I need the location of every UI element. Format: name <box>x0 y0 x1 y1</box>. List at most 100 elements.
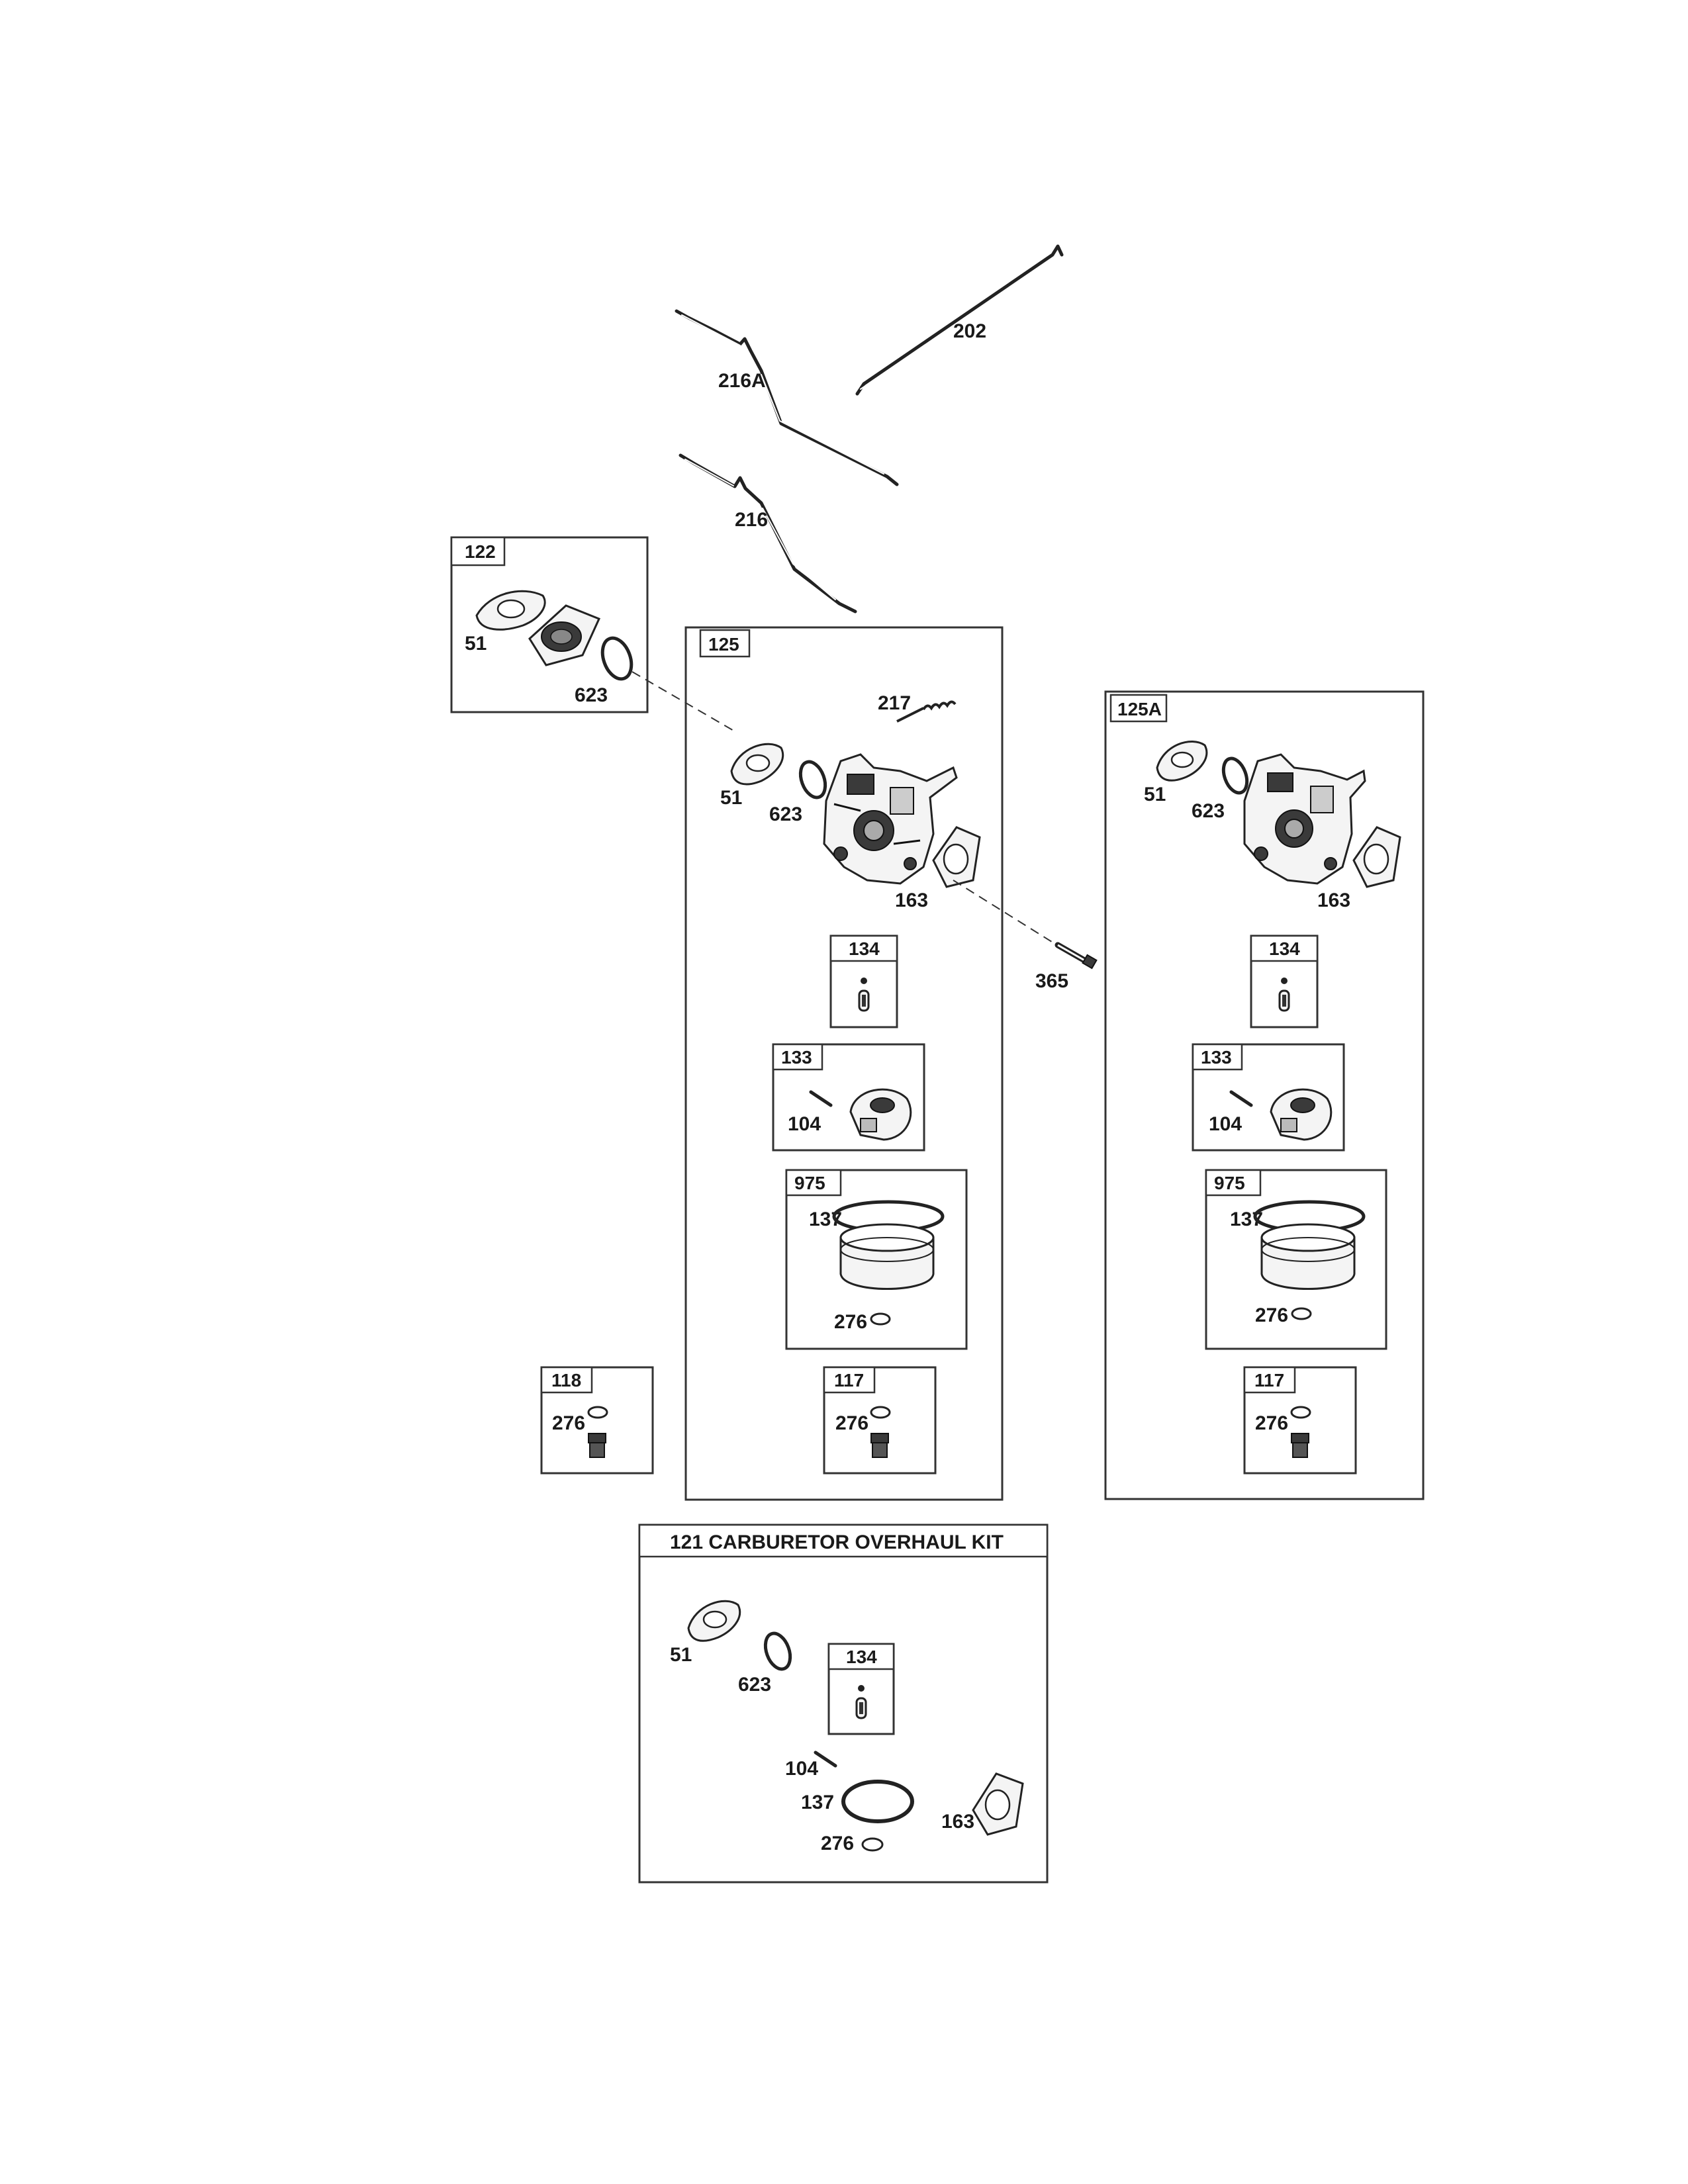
float-bowl-icon <box>832 1200 945 1290</box>
pin-104-icon <box>814 1751 837 1768</box>
assembly-125-header: 125 <box>708 634 739 655</box>
kit-121-title-box <box>638 1524 1049 1558</box>
box-134-header: 134 <box>849 938 880 959</box>
bowl-nut-icon <box>1291 1433 1309 1458</box>
assembly-125-header-box <box>699 629 751 658</box>
jet-icon <box>858 978 870 1012</box>
oring-623-icon <box>798 760 827 799</box>
float-icon <box>1270 1088 1333 1141</box>
assembly-125a-frame <box>1104 690 1425 1500</box>
box-117-header: 117 <box>834 1370 864 1390</box>
label-216a: 216A <box>718 370 766 392</box>
assembly-125-label-51: 51 <box>720 787 742 809</box>
jet-icon <box>855 1685 867 1719</box>
gasket-163-icon <box>1352 826 1401 888</box>
label-217: 217 <box>878 692 911 714</box>
box-117-header: 117 <box>1254 1370 1284 1390</box>
kit-122-header: 122 <box>465 541 496 562</box>
pin-104-icon <box>1229 1090 1253 1107</box>
box-117-label-276: 276 <box>1255 1412 1288 1434</box>
jet-icon <box>1278 978 1290 1012</box>
assembly-125a-label-51: 51 <box>1144 784 1166 805</box>
box-975-header-box <box>785 1169 842 1197</box>
kit-121-title: 121 CARBURETOR OVERHAUL KIT <box>670 1531 1004 1553</box>
kit-118-header: 118 <box>551 1370 581 1390</box>
alignment-line-122 <box>632 671 735 732</box>
assembly-125a-label-163: 163 <box>1317 889 1350 911</box>
box-117-frame <box>823 1366 937 1475</box>
gasket-51-icon <box>475 590 546 631</box>
box-117-header-box <box>1243 1366 1296 1394</box>
kit-122-frame <box>450 536 649 713</box>
gasket-51-icon <box>730 743 784 786</box>
box-133-header-box <box>772 1043 823 1071</box>
kit-121-box-134-header: 134 <box>846 1647 877 1667</box>
pin-104-icon <box>809 1090 833 1107</box>
rod-216a <box>675 309 899 486</box>
assembly-125a-label-623: 623 <box>1192 800 1225 822</box>
box-975-header: 975 <box>1214 1173 1245 1193</box>
rod-216 <box>679 453 857 614</box>
intake-spacer-icon <box>528 604 601 666</box>
kit-122-header-box <box>450 536 506 567</box>
washer-276-icon <box>1290 1406 1311 1419</box>
kit-121-label-623: 623 <box>738 1674 771 1696</box>
label-365: 365 <box>1035 970 1068 992</box>
box-133-header: 133 <box>781 1047 812 1068</box>
kit-121-box-134-header-box <box>827 1643 895 1670</box>
box-134-header: 134 <box>1269 938 1300 959</box>
washer-276-icon <box>861 1837 884 1852</box>
kit-122-label-51: 51 <box>465 633 487 655</box>
label-202: 202 <box>953 320 986 342</box>
box-117-frame <box>1243 1366 1357 1475</box>
box-134-header-box <box>829 934 898 962</box>
box-975-header: 975 <box>794 1173 825 1193</box>
box-975-label-276: 276 <box>1255 1304 1288 1326</box>
kit-118-header-box <box>540 1366 593 1394</box>
gasket-51-icon <box>1156 740 1208 782</box>
washer-276-icon <box>870 1406 891 1419</box>
box-133-label-104: 104 <box>1209 1113 1242 1135</box>
kit-118-frame <box>540 1366 654 1475</box>
oring-623-icon <box>763 1631 792 1671</box>
box-975-label-276: 276 <box>834 1311 867 1333</box>
assembly-125a-header: 125A <box>1117 699 1162 719</box>
washer-276-icon <box>587 1406 608 1419</box>
box-133-frame <box>1192 1043 1345 1152</box>
kit-121-label-163: 163 <box>941 1811 974 1833</box>
box-133-header-box <box>1192 1043 1243 1071</box>
kit-122-label-623: 623 <box>575 684 608 706</box>
kit-118-label-276: 276 <box>552 1412 585 1434</box>
kit-121-label-51: 51 <box>670 1644 692 1666</box>
kit-121-label-276: 276 <box>821 1833 854 1854</box>
box-133-header: 133 <box>1201 1047 1232 1068</box>
kit-121-label-137: 137 <box>801 1792 834 1813</box>
gasket-163-icon <box>972 1772 1024 1836</box>
washer-276-icon <box>1291 1307 1312 1320</box>
assembly-125-frame <box>684 626 1004 1501</box>
box-975-frame <box>785 1169 968 1350</box>
assembly-125a-header-box <box>1109 694 1168 723</box>
box-134-header-box <box>1250 934 1319 962</box>
bowl-nut-icon <box>588 1433 606 1458</box>
label-216: 216 <box>735 509 768 531</box>
box-117-header-box <box>823 1366 876 1394</box>
spring-217-icon <box>896 700 957 723</box>
box-975-header-box <box>1205 1169 1262 1197</box>
alignment-line-365 <box>953 880 1060 947</box>
rod-202 <box>855 244 1064 396</box>
bolt-365-icon <box>1055 942 1098 970</box>
float-icon <box>849 1088 912 1141</box>
box-117-label-276: 276 <box>835 1412 868 1434</box>
assembly-125-label-623: 623 <box>769 803 802 825</box>
washer-276-icon <box>870 1312 891 1326</box>
box-975-frame <box>1205 1169 1387 1350</box>
carburetor-icon <box>823 753 958 885</box>
oring-623-icon <box>1221 756 1249 795</box>
oring-623-icon <box>600 636 633 681</box>
assembly-125-label-163: 163 <box>895 889 928 911</box>
box-133-label-104: 104 <box>788 1113 821 1135</box>
kit-121-label-104: 104 <box>785 1758 818 1780</box>
gasket-163-icon <box>932 826 981 888</box>
